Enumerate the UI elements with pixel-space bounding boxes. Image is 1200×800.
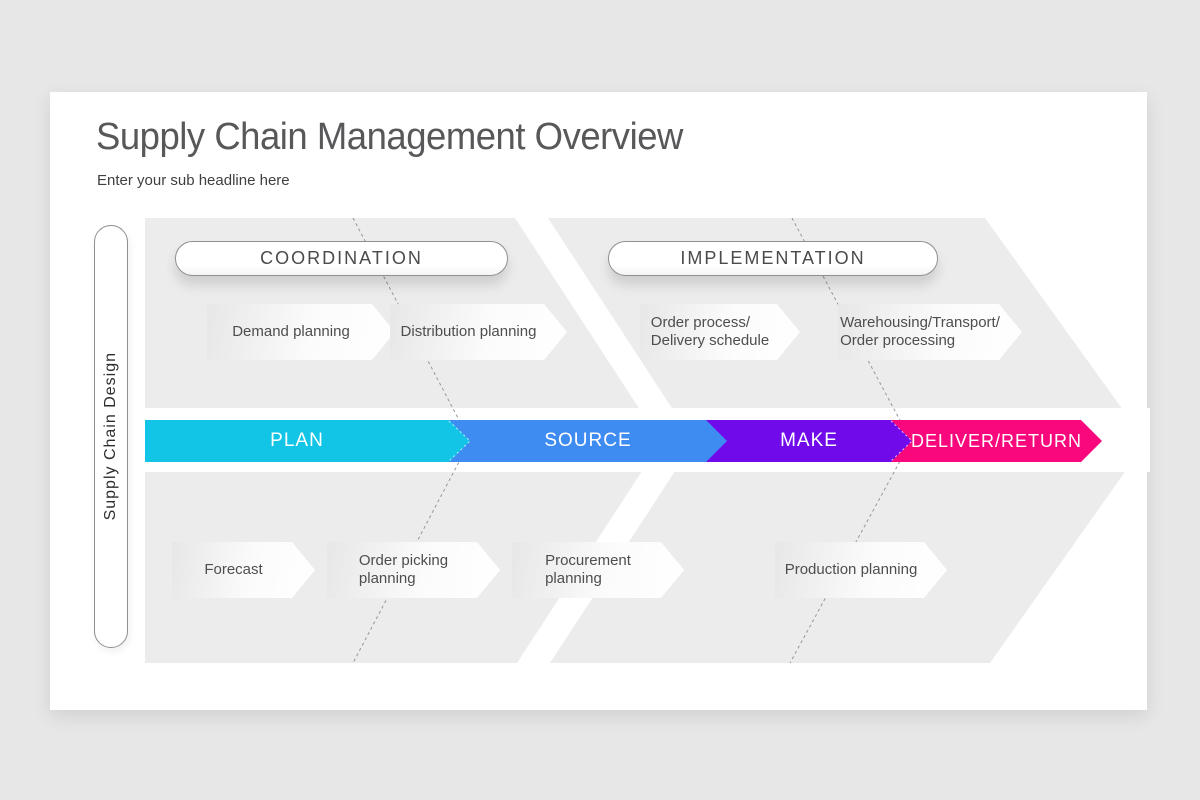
phase-implementation-label: IMPLEMENTATION	[680, 248, 866, 268]
arrow-warehousing-transport: Warehousing/Transport/Order processing	[838, 304, 1022, 360]
arrow-label-line2: planning	[545, 570, 602, 587]
page-title: Supply Chain Management Overview	[96, 116, 683, 158]
page-subtitle: Enter your sub headline here	[97, 172, 290, 189]
side-label-pill: Supply Chain Design	[94, 225, 128, 648]
arrow-production-planning: Production planning	[775, 542, 947, 598]
arrow-forecast: Forecast	[172, 542, 315, 598]
arrow-label-line2: Delivery schedule	[650, 332, 770, 349]
arrow-distribution-planning: Distribution planning	[390, 304, 567, 360]
bar-segment-plan-label: PLAN	[270, 430, 324, 451]
bar-segment-source: SOURCE	[449, 420, 727, 462]
side-label: Supply Chain Design	[102, 352, 119, 521]
phase-pill-implementation: IMPLEMENTATION	[608, 241, 938, 276]
arrow-label: Warehousing/Transport/	[840, 314, 1000, 331]
arrow-label-line2: planning	[358, 570, 416, 587]
arrow-label: Order picking	[358, 552, 449, 569]
bar-segment-plan: PLAN	[145, 420, 470, 462]
arrow-demand-planning: Demand planning	[207, 304, 395, 360]
arrow-label: Order process/	[650, 314, 750, 331]
bar-segment-deliver-return-label: DELIVER/RETURN	[910, 430, 1083, 451]
arrow-label: Production planning	[784, 561, 918, 578]
arrow-label-line2: Order processing	[840, 332, 956, 349]
arrow-label: Procurement	[545, 552, 631, 569]
bar-segment-source-label: SOURCE	[544, 430, 632, 451]
bar-segment-make-label: MAKE	[780, 430, 838, 451]
arrow-label: Demand planning	[232, 323, 350, 340]
arrow-label: Distribution planning	[400, 323, 537, 340]
arrow-order-process: Order process/Delivery schedule	[640, 304, 800, 360]
bar-segment-make: MAKE	[706, 420, 912, 462]
bar-segment-deliver-return: DELIVER/RETURN	[891, 420, 1102, 462]
arrow-label: Forecast	[204, 561, 263, 578]
phase-pill-coordination: COORDINATION	[175, 241, 508, 276]
phase-coordination-label: COORDINATION	[260, 248, 423, 268]
